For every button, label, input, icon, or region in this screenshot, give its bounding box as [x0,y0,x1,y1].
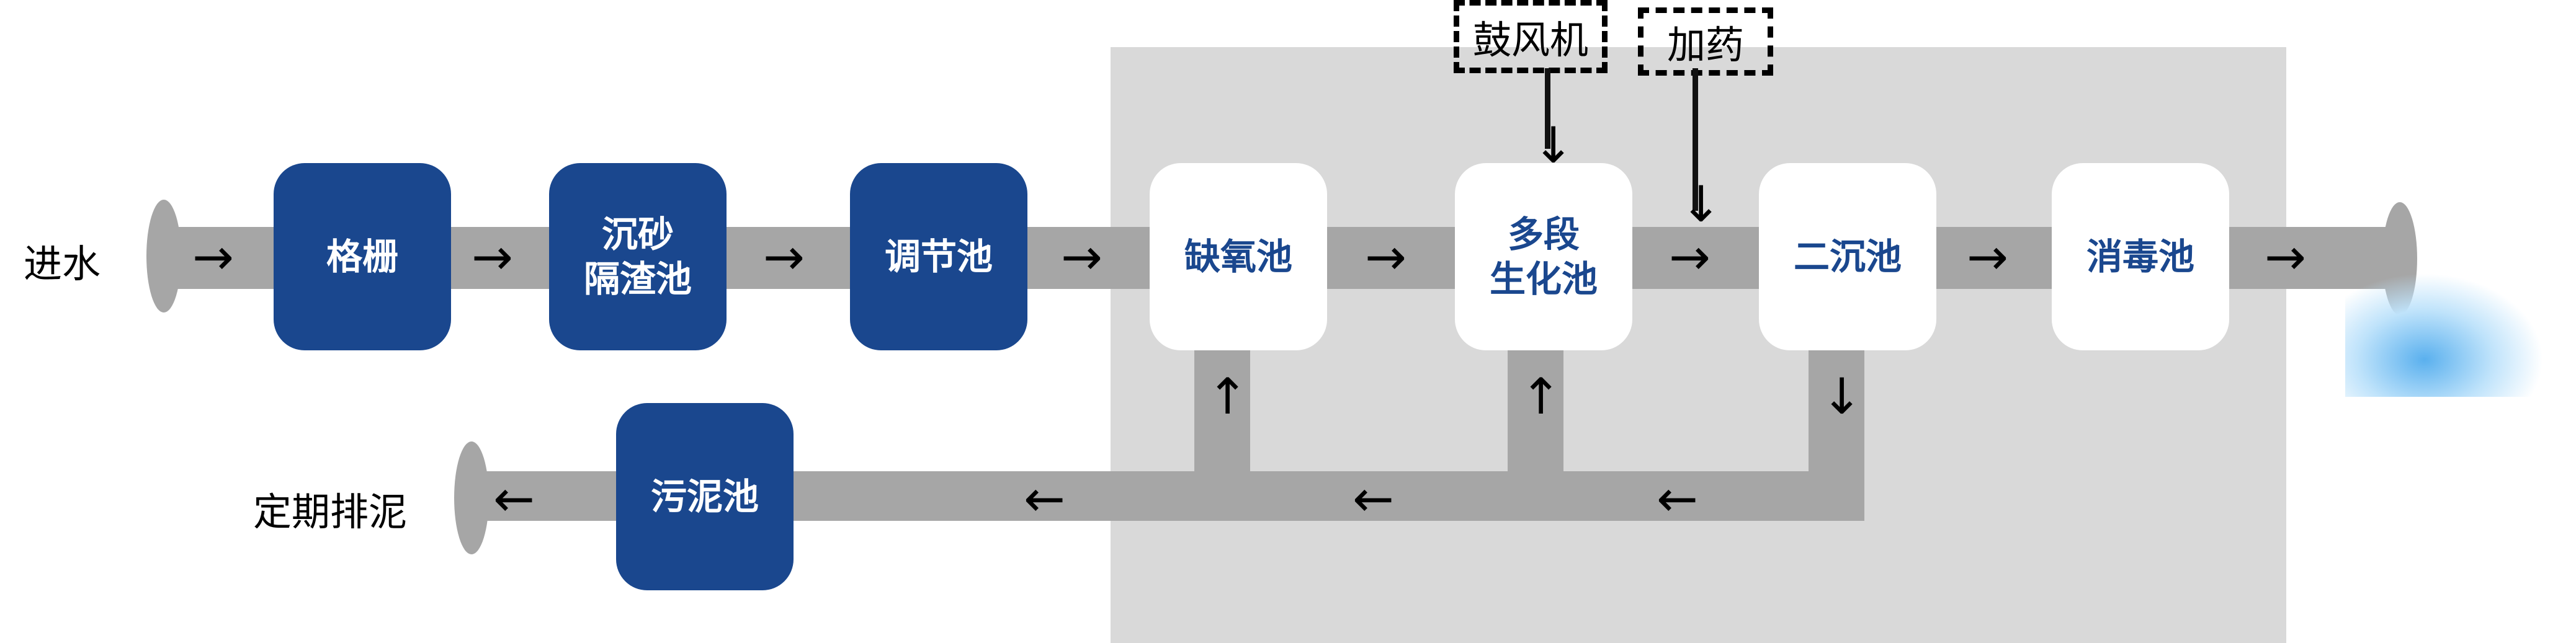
sludge-out-label: 定期排泥 [253,489,408,534]
unit-screen[interactable]: 格栅 [274,163,451,350]
unit-anoxic[interactable]: 缺氧池 [1150,163,1327,350]
dosing-line [1693,68,1698,211]
riser-bio [1508,347,1563,496]
unit-equal[interactable]: 调节池 [850,163,1027,350]
blower-line [1545,68,1550,149]
arrow-right-icon: → [1061,228,1103,286]
arrow-left-icon: ← [1024,470,1066,528]
blower-box: 鼓风机 [1454,0,1608,73]
arrow-left-icon: ← [1657,470,1699,528]
arrow-down-icon: ↓ [1680,175,1722,233]
arrow-down-icon: ↓ [1821,368,1863,425]
unit-sludge[interactable]: 污泥池 [616,403,794,590]
unit-disinfect[interactable]: 消毒池 [2052,163,2229,350]
inlet-label: 进水 [24,241,101,286]
dosing-box: 加药 [1638,7,1773,76]
arrow-down-icon: ↓ [1532,117,1575,174]
riser-anoxic [1194,347,1250,496]
arrow-right-icon: → [763,228,805,286]
arrow-right-icon: → [2265,228,2307,286]
arrow-right-icon: → [1669,228,1711,286]
arrow-right-icon: → [1365,228,1407,286]
arrow-right-icon: → [1967,228,2009,286]
inlet-flange [146,200,181,313]
arrow-right-icon: → [192,228,235,286]
unit-grit[interactable]: 沉砂 隔渣池 [549,163,727,350]
arrow-left-icon: ← [1353,470,1395,528]
riser-clarifier [1809,347,1864,521]
sludge-flange [454,441,489,554]
arrow-up-icon: ↑ [1520,368,1562,425]
arrow-left-icon: ← [493,470,535,528]
unit-bio[interactable]: 多段 生化池 [1455,163,1632,350]
unit-clarifier[interactable]: 二沉池 [1759,163,1936,350]
arrow-up-icon: ↑ [1207,368,1249,425]
arrow-right-icon: → [472,228,514,286]
water-splash-icon [2345,273,2544,397]
